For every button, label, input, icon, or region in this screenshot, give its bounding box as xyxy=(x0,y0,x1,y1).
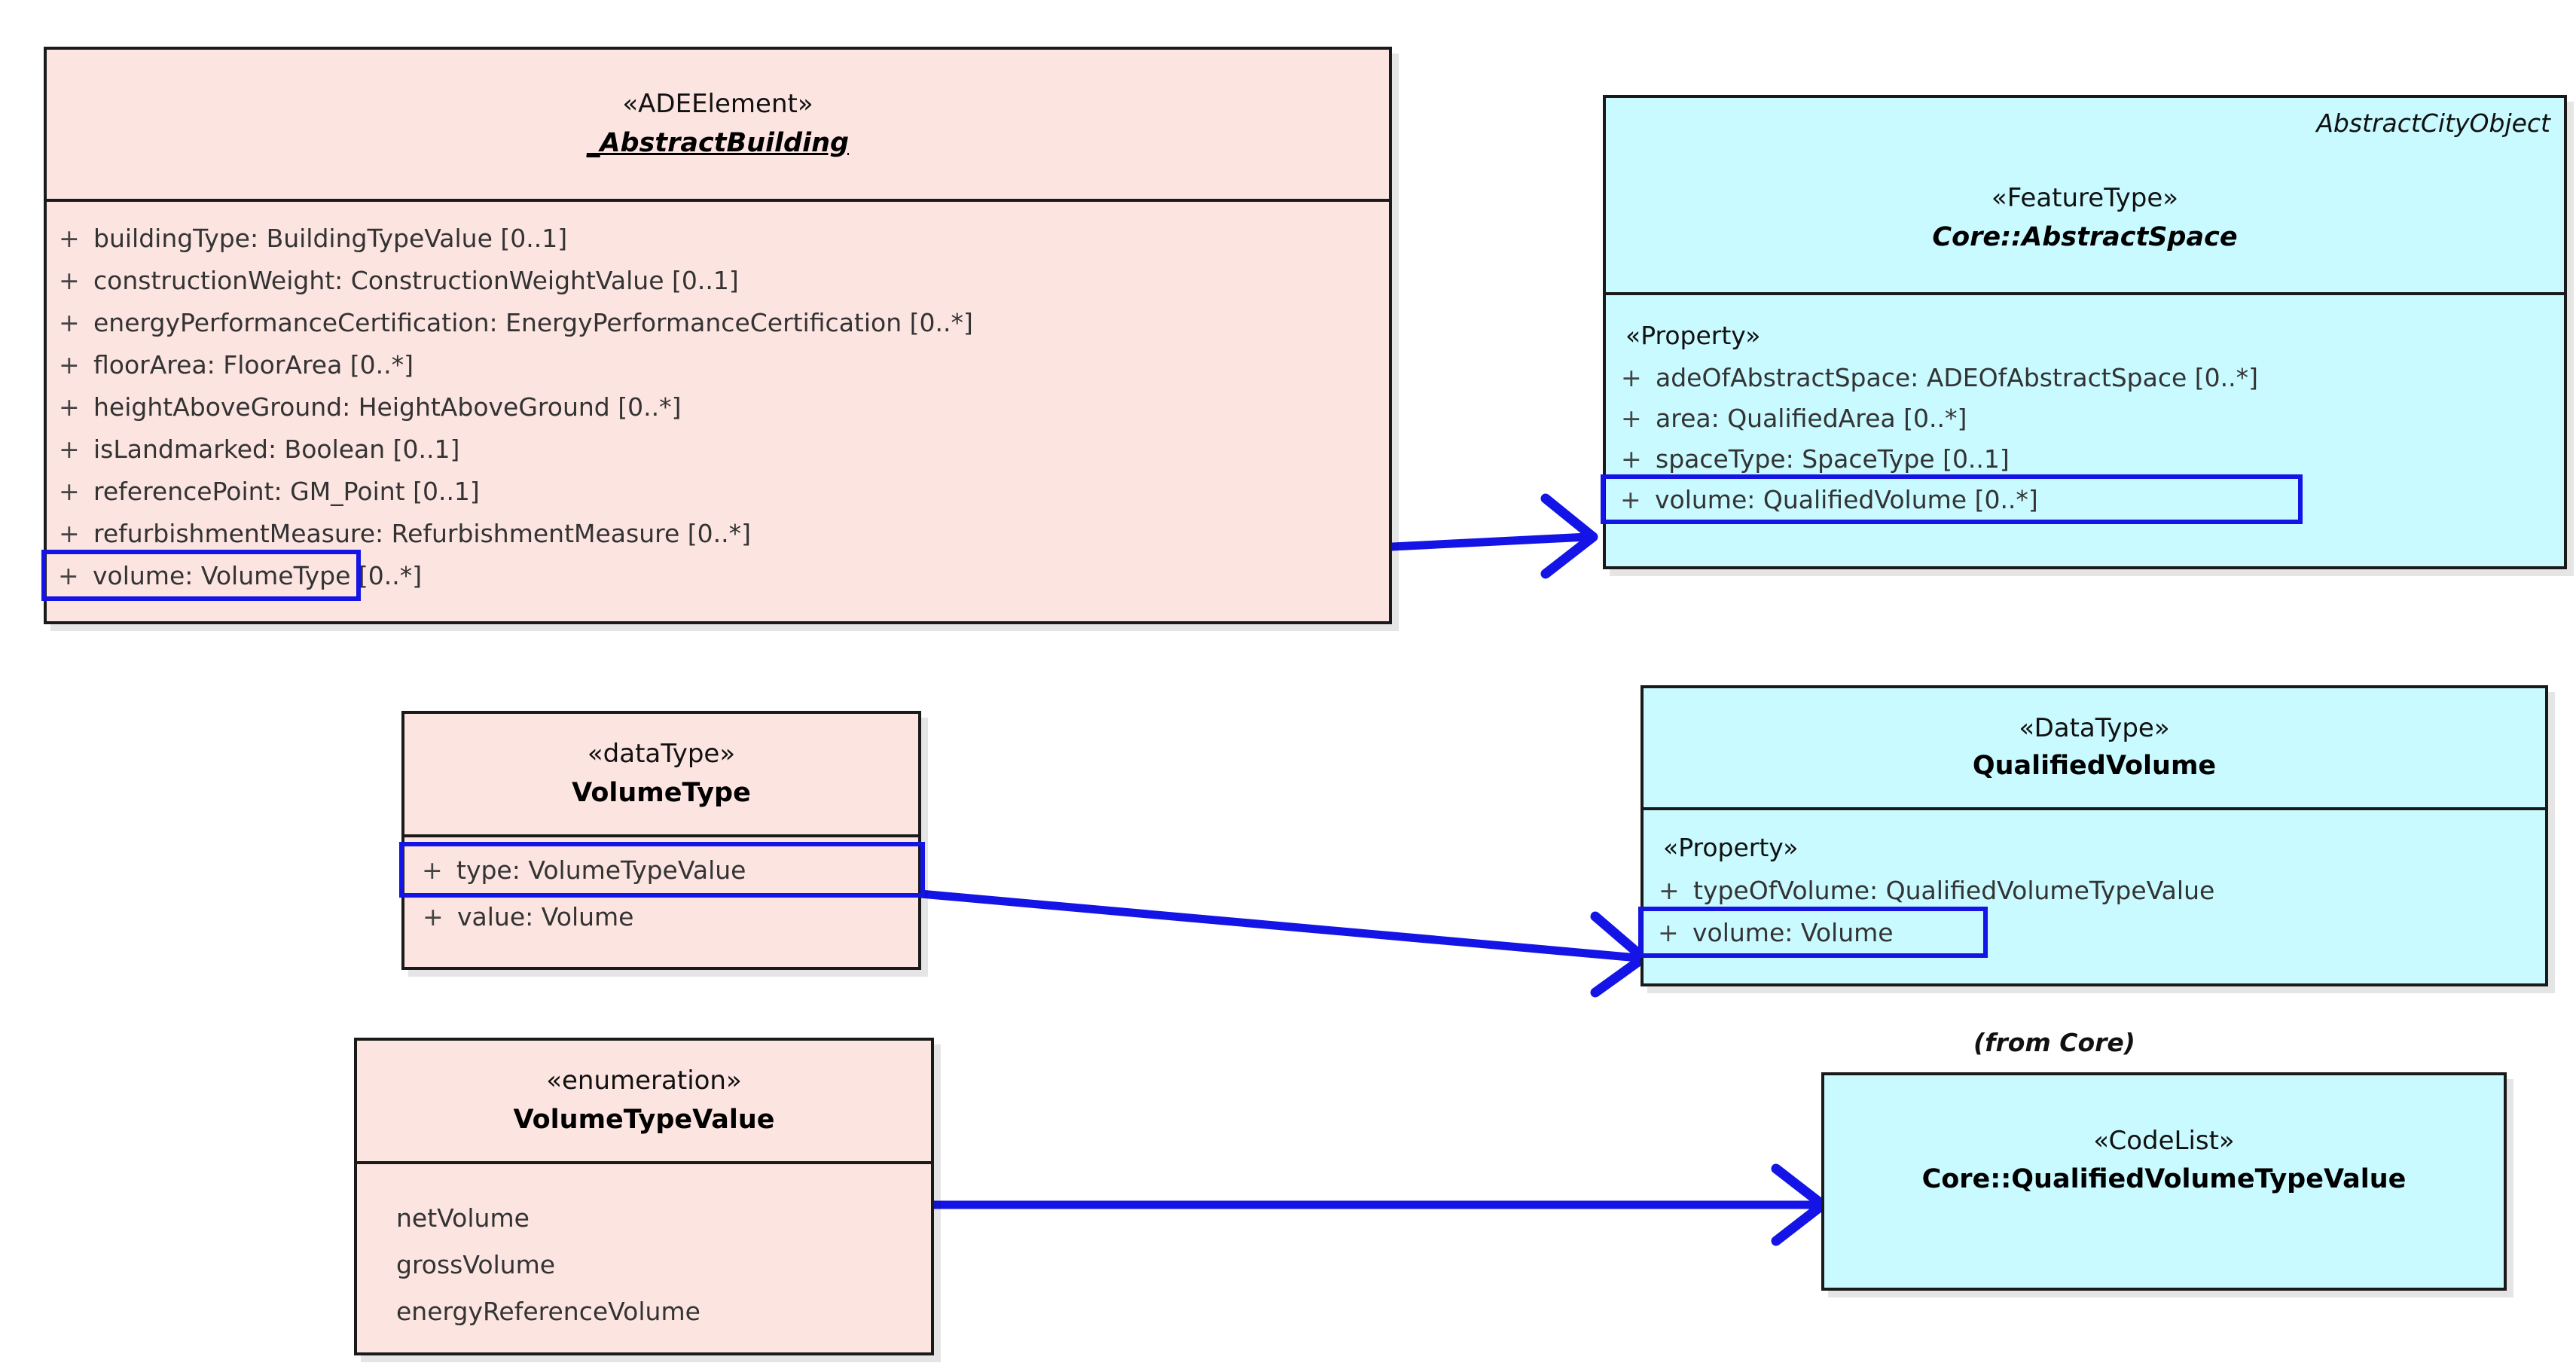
class-abstract-building-header: «ADEElement» _AbstractBuilding xyxy=(47,50,1389,199)
attribute-signature: area: QualifiedArea [0..*] xyxy=(1656,403,1967,433)
attribute-signature: volume: QualifiedVolume [0..*] xyxy=(1655,484,2038,514)
attribute-signature: type: VolumeTypeValue xyxy=(456,855,746,885)
class-abstract-space[interactable]: AbstractCityObject «FeatureType» Core::A… xyxy=(1601,95,2567,569)
connector-enum-to-codelist xyxy=(934,1163,1828,1246)
attribute-visibility: + xyxy=(59,434,80,464)
attribute-signature: heightAboveGround: HeightAboveGround [0.… xyxy=(93,392,682,422)
class-qualified-volume-property-stereotype: «Property» xyxy=(1663,833,1799,862)
attribute-row-highlighted-type[interactable]: + type: VolumeTypeValue xyxy=(399,842,925,898)
attribute-row[interactable]: + typeOfVolume: QualifiedVolumeTypeValue xyxy=(1644,869,2545,911)
attribute-visibility: + xyxy=(1621,444,1642,474)
class-abstract-building-name: _AbstractBuilding xyxy=(586,127,850,158)
attribute-visibility: + xyxy=(1658,917,1679,947)
attribute-row-highlighted-volume[interactable]: + volume: Volume xyxy=(1638,907,1988,958)
enum-literal: grossVolume xyxy=(396,1249,556,1279)
attribute-visibility: + xyxy=(423,901,444,931)
attribute-visibility: + xyxy=(59,392,80,422)
class-abstract-space-header: AbstractCityObject «FeatureType» Core::A… xyxy=(1606,98,2564,292)
attribute-visibility: + xyxy=(422,855,443,885)
connector-type-to-volume xyxy=(920,889,1649,998)
attribute-row-highlighted-volume[interactable]: + volume: QualifiedVolume [0..*] xyxy=(1601,474,2303,524)
attribute-signature: refurbishmentMeasure: RefurbishmentMeasu… xyxy=(93,518,751,548)
attribute-signature: value: Volume xyxy=(457,901,634,931)
attribute-visibility: + xyxy=(59,265,80,295)
class-qualified-volume-type-value[interactable]: «CodeList» Core::QualifiedVolumeTypeValu… xyxy=(1821,1072,2507,1291)
attribute-signature: referencePoint: GM_Point [0..1] xyxy=(93,476,480,506)
class-qualified-volume-type-value-name: Core::QualifiedVolumeTypeValue xyxy=(1921,1164,2407,1195)
attribute-visibility: + xyxy=(1620,484,1641,514)
attribute-signature: constructionWeight: ConstructionWeightVa… xyxy=(93,265,739,295)
attribute-row[interactable]: + refurbishmentMeasure: RefurbishmentMea… xyxy=(47,512,1389,554)
attribute-visibility: + xyxy=(59,518,80,548)
attribute-signature: floorArea: FloorArea [0..*] xyxy=(93,349,414,380)
attribute-visibility: + xyxy=(1621,362,1642,392)
attribute-visibility: + xyxy=(59,476,80,506)
class-volume-type-name: VolumeType xyxy=(572,777,751,808)
attribute-row[interactable]: + adeOfAbstractSpace: ADEOfAbstractSpace… xyxy=(1606,357,2564,398)
attribute-signature: isLandmarked: Boolean [0..1] xyxy=(93,434,460,464)
class-volume-type[interactable]: «dataType» VolumeType + type: VolumeType… xyxy=(399,711,925,970)
class-abstract-space-corner-label: AbstractCityObject xyxy=(2316,108,2550,138)
attribute-visibility: + xyxy=(1659,875,1680,905)
class-volume-type-value-name: VolumeTypeValue xyxy=(513,1104,775,1135)
attribute-row[interactable]: + floorArea: FloorArea [0..*] xyxy=(47,343,1389,386)
attribute-visibility: + xyxy=(58,560,79,590)
attribute-row[interactable]: + isLandmarked: Boolean [0..1] xyxy=(47,428,1389,470)
enum-literal-row[interactable]: energyReferenceVolume xyxy=(357,1288,931,1334)
class-qualified-volume-stereotype: «DataType» xyxy=(2019,713,2170,744)
class-volume-type-header: «dataType» VolumeType xyxy=(404,714,918,834)
enum-literal-row[interactable]: netVolume xyxy=(357,1194,931,1241)
class-abstract-building-attributes: + buildingType: BuildingTypeValue [0..1]… xyxy=(41,199,1389,621)
class-volume-type-value-header: «enumeration» VolumeTypeValue xyxy=(357,1041,931,1161)
attribute-row[interactable]: + buildingType: BuildingTypeValue [0..1] xyxy=(47,217,1389,259)
class-abstract-space-attributes: «Property» + adeOfAbstractSpace: ADEOfAb… xyxy=(1601,292,2564,566)
class-abstract-building[interactable]: «ADEElement» _AbstractBuilding + buildin… xyxy=(41,47,1392,624)
attribute-signature: energyPerformanceCertification: EnergyPe… xyxy=(93,307,973,337)
class-volume-type-value-stereotype: «enumeration» xyxy=(546,1066,742,1096)
class-volume-type-value[interactable]: «enumeration» VolumeTypeValue netVolume … xyxy=(354,1038,934,1355)
class-abstract-building-stereotype: «ADEElement» xyxy=(622,89,813,120)
attribute-row[interactable]: + value: Volume xyxy=(404,893,918,940)
attribute-signature: volume: VolumeType [0..*] xyxy=(93,560,423,590)
class-volume-type-value-literals: netVolume grossVolume energyReferenceVol… xyxy=(357,1161,931,1352)
class-qualified-volume-name: QualifiedVolume xyxy=(1972,750,2217,781)
attribute-signature: spaceType: SpaceType [0..1] xyxy=(1656,444,2010,474)
class-qualified-volume[interactable]: «DataType» QualifiedVolume «Property» + … xyxy=(1638,685,2548,986)
class-qualified-volume-header: «DataType» QualifiedVolume xyxy=(1644,688,2545,807)
attribute-visibility: + xyxy=(59,307,80,337)
attribute-row[interactable]: + referencePoint: GM_Point [0..1] xyxy=(47,470,1389,512)
attribute-signature: buildingType: BuildingTypeValue [0..1] xyxy=(93,223,568,253)
attribute-row[interactable]: + energyPerformanceCertification: Energy… xyxy=(47,301,1389,343)
enum-literal-row[interactable]: grossVolume xyxy=(357,1241,931,1288)
class-qualified-volume-type-value-stereotype: «CodeList» xyxy=(2093,1126,2235,1156)
attribute-visibility: + xyxy=(59,223,80,253)
class-abstract-space-stereotype: «FeatureType» xyxy=(1991,183,2179,214)
attribute-signature: volume: Volume xyxy=(1692,917,1894,947)
class-qualified-volume-attributes: «Property» + typeOfVolume: QualifiedVolu… xyxy=(1638,807,2545,983)
attribute-row[interactable]: + spaceType: SpaceType [0..1] xyxy=(1606,438,2564,479)
attribute-row-highlighted-volume[interactable]: + volume: VolumeType [0..*] xyxy=(41,550,422,601)
enum-literal: netVolume xyxy=(396,1203,530,1233)
class-abstract-space-name: Core::AbstractSpace xyxy=(1932,221,2238,252)
attribute-visibility: + xyxy=(59,349,80,380)
attribute-row[interactable]: + heightAboveGround: HeightAboveGround [… xyxy=(47,386,1389,428)
class-volume-type-attributes: + type: VolumeTypeValue + value: Volume xyxy=(399,834,925,967)
class-qualified-volume-type-value-header: «CodeList» Core::QualifiedVolumeTypeValu… xyxy=(1824,1075,2504,1288)
class-abstract-space-property-stereotype: «Property» xyxy=(1625,321,1761,350)
from-core-caption: (from Core) xyxy=(1973,1028,2135,1057)
attribute-row[interactable]: + area: QualifiedArea [0..*] xyxy=(1606,398,2564,438)
class-volume-type-stereotype: «dataType» xyxy=(587,739,736,770)
attribute-row[interactable]: + constructionWeight: ConstructionWeight… xyxy=(47,259,1389,301)
attribute-signature: typeOfVolume: QualifiedVolumeTypeValue xyxy=(1693,875,2215,905)
attribute-visibility: + xyxy=(1621,403,1642,433)
enum-literal: energyReferenceVolume xyxy=(396,1296,700,1326)
attribute-signature: adeOfAbstractSpace: ADEOfAbstractSpace [… xyxy=(1656,362,2258,392)
